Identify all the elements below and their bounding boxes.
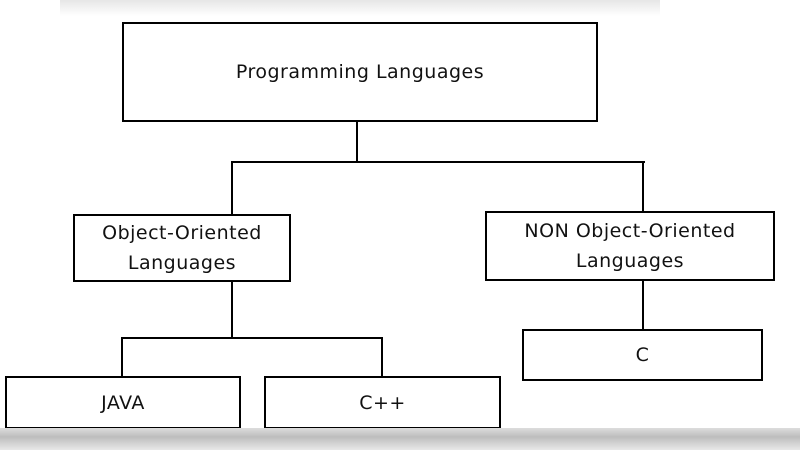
node-label: Programming Languages — [235, 61, 485, 83]
connector — [642, 280, 644, 331]
node-label: Languages — [127, 252, 237, 274]
connector — [121, 337, 123, 378]
node-programming-languages: Programming Languages — [122, 22, 598, 122]
connector — [381, 337, 383, 378]
top-shadow — [60, 0, 660, 16]
node-object-oriented-languages: Object-Oriented Languages — [73, 214, 291, 282]
connector — [231, 161, 233, 216]
node-label: Object-Oriented — [102, 222, 262, 244]
node-label: C++ — [359, 391, 406, 414]
node-label: C — [635, 344, 650, 366]
connector — [356, 121, 358, 163]
node-label: NON Object-Oriented — [524, 220, 736, 242]
node-label: JAVA — [101, 391, 145, 414]
connector — [121, 337, 383, 339]
node-label: Languages — [575, 250, 685, 272]
connector — [231, 281, 233, 339]
bottom-shadow — [0, 428, 800, 450]
node-cpp: C++ — [264, 376, 501, 429]
node-non-object-oriented-languages: NON Object-Oriented Languages — [485, 211, 775, 281]
node-c: C — [522, 329, 763, 381]
connector — [642, 161, 644, 213]
connector — [231, 161, 645, 163]
node-java: JAVA — [5, 376, 241, 429]
